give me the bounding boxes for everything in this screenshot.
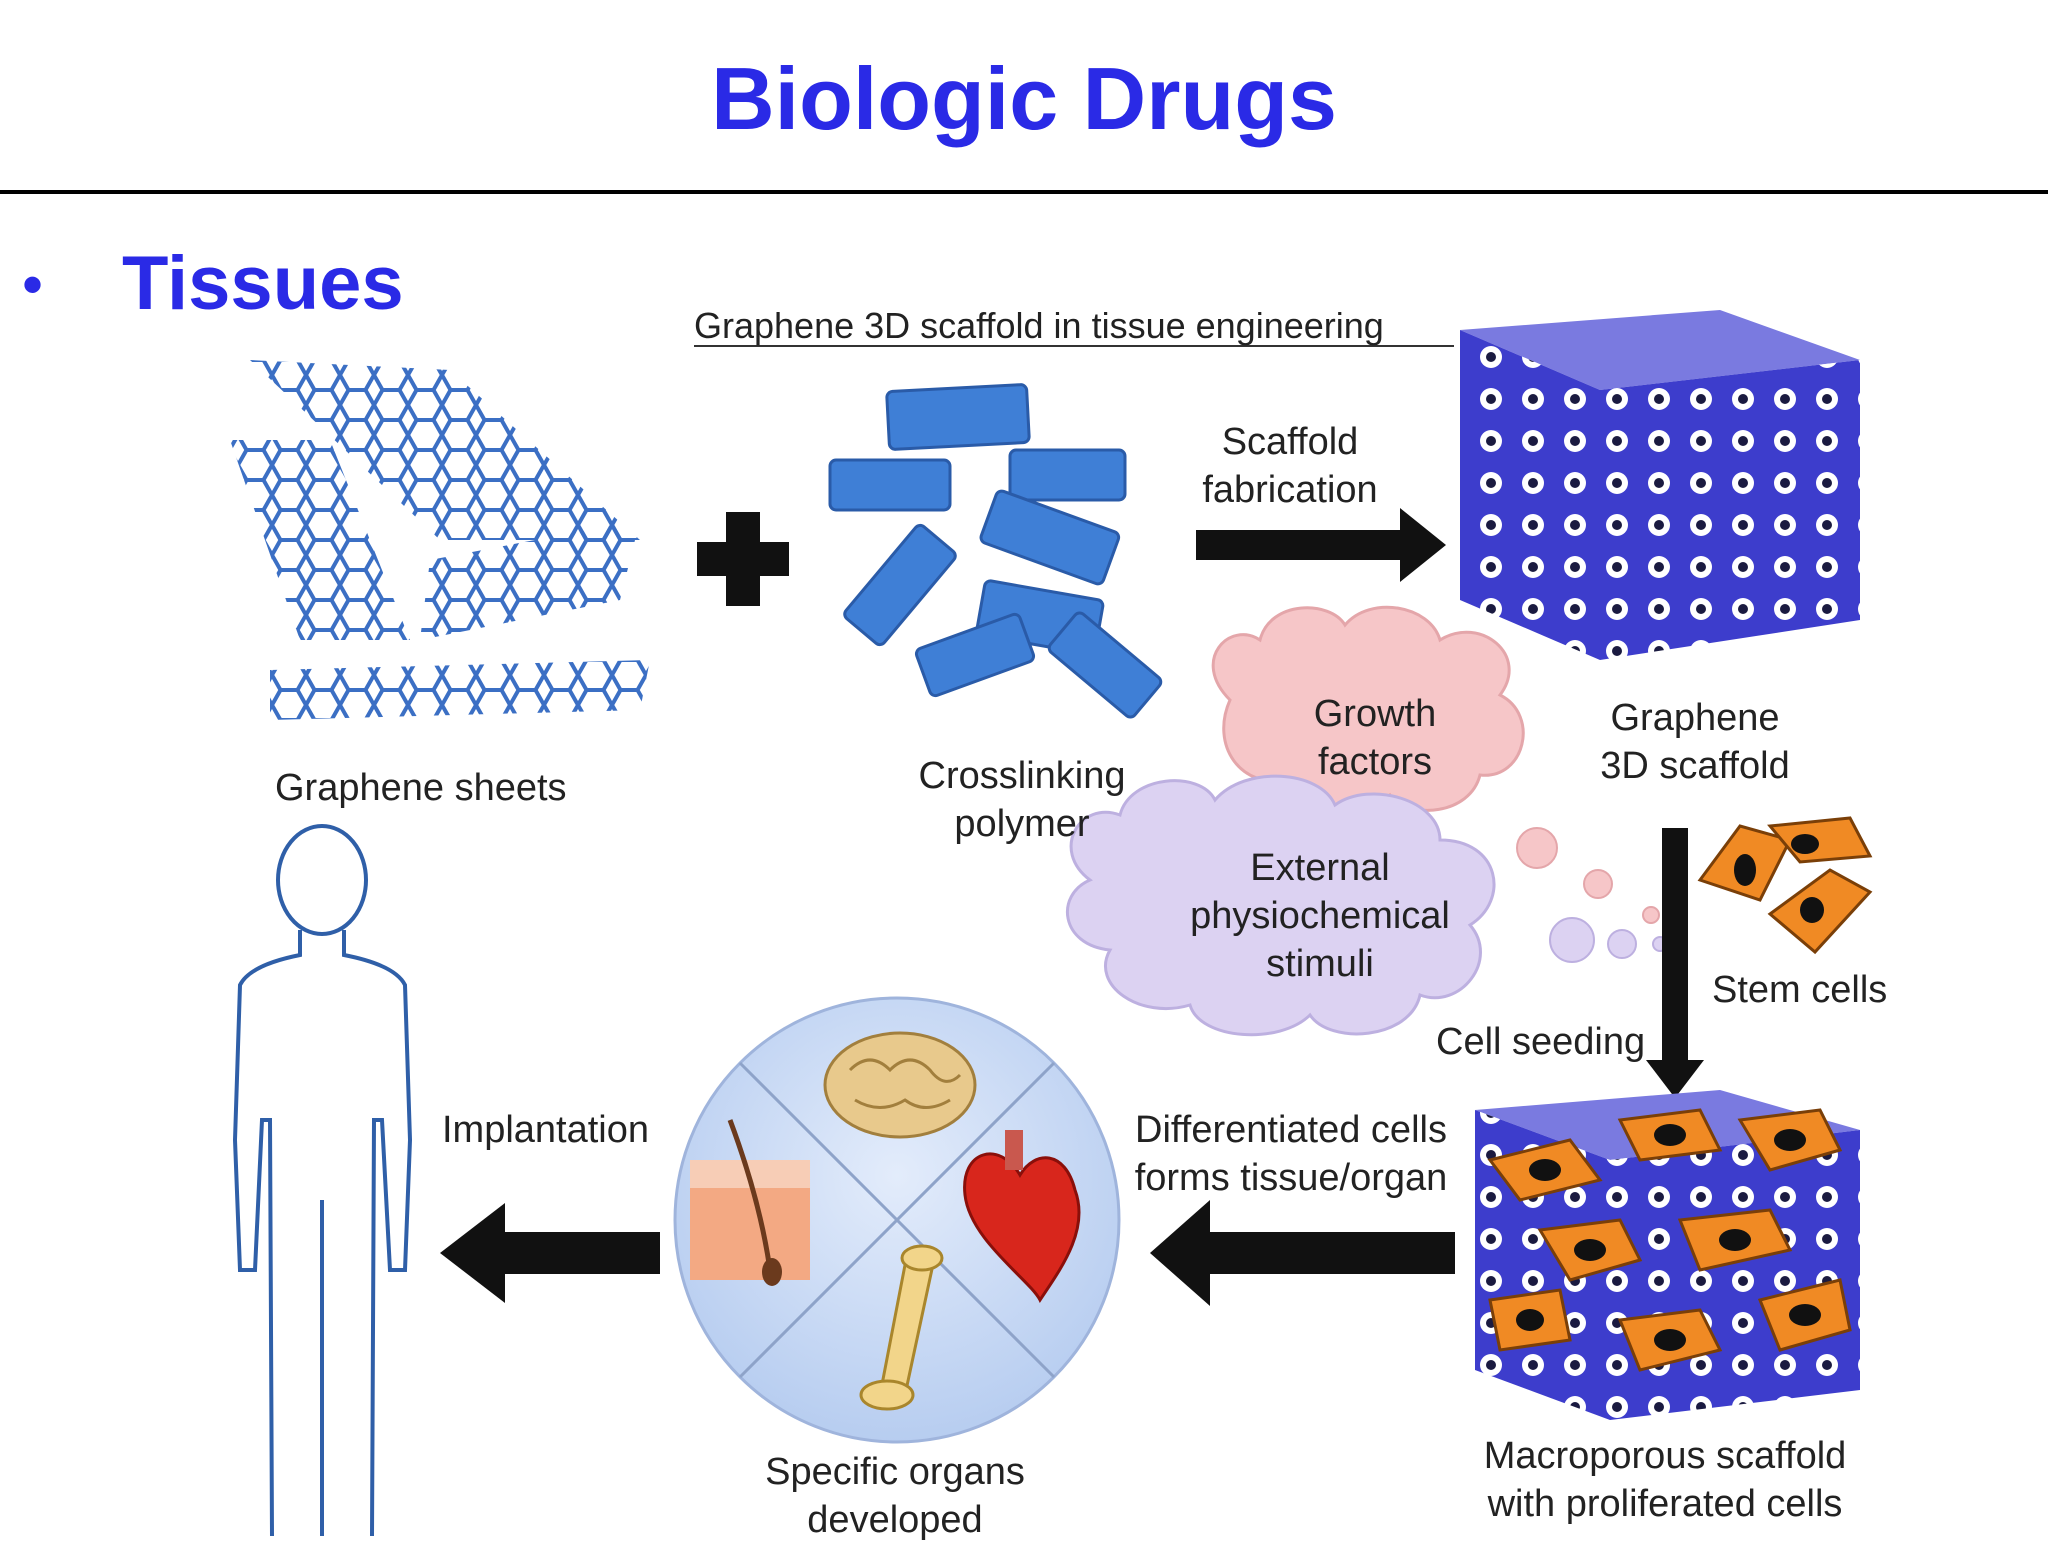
plus-icon bbox=[697, 512, 789, 606]
heart-icon bbox=[963, 1130, 1081, 1303]
cell-seeding-arrow bbox=[1646, 828, 1704, 1098]
graphene-sheets-icon bbox=[230, 360, 650, 720]
differentiation-arrow bbox=[1150, 1200, 1455, 1306]
fabrication-arrow bbox=[1196, 508, 1446, 582]
crosslinking-polymer-icon bbox=[828, 383, 1163, 719]
implantation-arrow bbox=[440, 1203, 660, 1303]
label-stem-cells: Stem cells bbox=[1712, 969, 1888, 1011]
label-differentiated-cells: Differentiated cells forms tissue/organ bbox=[1134, 1109, 1448, 1199]
label-macroporous-scaffold: Macroporous scaffold with proliferated c… bbox=[1483, 1435, 1847, 1525]
label-growth-factors: Growth factors bbox=[1313, 693, 1437, 783]
label-scaffold-fabrication: Scaffold fabrication bbox=[1202, 421, 1378, 511]
label-implantation: Implantation bbox=[442, 1109, 650, 1151]
slide-title: Biologic Drugs bbox=[711, 49, 1337, 148]
title-divider bbox=[0, 190, 2048, 194]
bullet-tissues: Tissues bbox=[122, 241, 404, 326]
diagram-heading: Graphene 3D scaffold in tissue engineeri… bbox=[694, 305, 1384, 346]
bullet-icon: • bbox=[22, 251, 44, 318]
skin-icon bbox=[690, 1119, 810, 1286]
specific-organs-circle bbox=[673, 996, 1121, 1444]
label-cell-seeding: Cell seeding bbox=[1436, 1021, 1646, 1063]
label-graphene-3d-scaffold: Graphene 3D scaffold bbox=[1600, 697, 1790, 787]
label-external-stimuli: External physiochemical stimuli bbox=[1190, 847, 1450, 985]
external-stimuli-cloud bbox=[1065, 774, 1496, 1037]
graphene-3d-scaffold-icon bbox=[1460, 310, 1860, 660]
thought-bubbles-icon bbox=[1516, 827, 1668, 963]
proliferated-cells-icon bbox=[1487, 1108, 1852, 1372]
bone-icon bbox=[859, 1244, 944, 1411]
label-graphene-sheets: Graphene sheets bbox=[275, 767, 567, 809]
label-specific-organs: Specific organs developed bbox=[765, 1451, 1025, 1541]
label-crosslinking-polymer: Crosslinking polymer bbox=[918, 755, 1126, 845]
stem-cells-icon bbox=[1697, 816, 1873, 955]
human-figure-icon bbox=[232, 824, 413, 1536]
brain-icon bbox=[823, 1031, 977, 1139]
